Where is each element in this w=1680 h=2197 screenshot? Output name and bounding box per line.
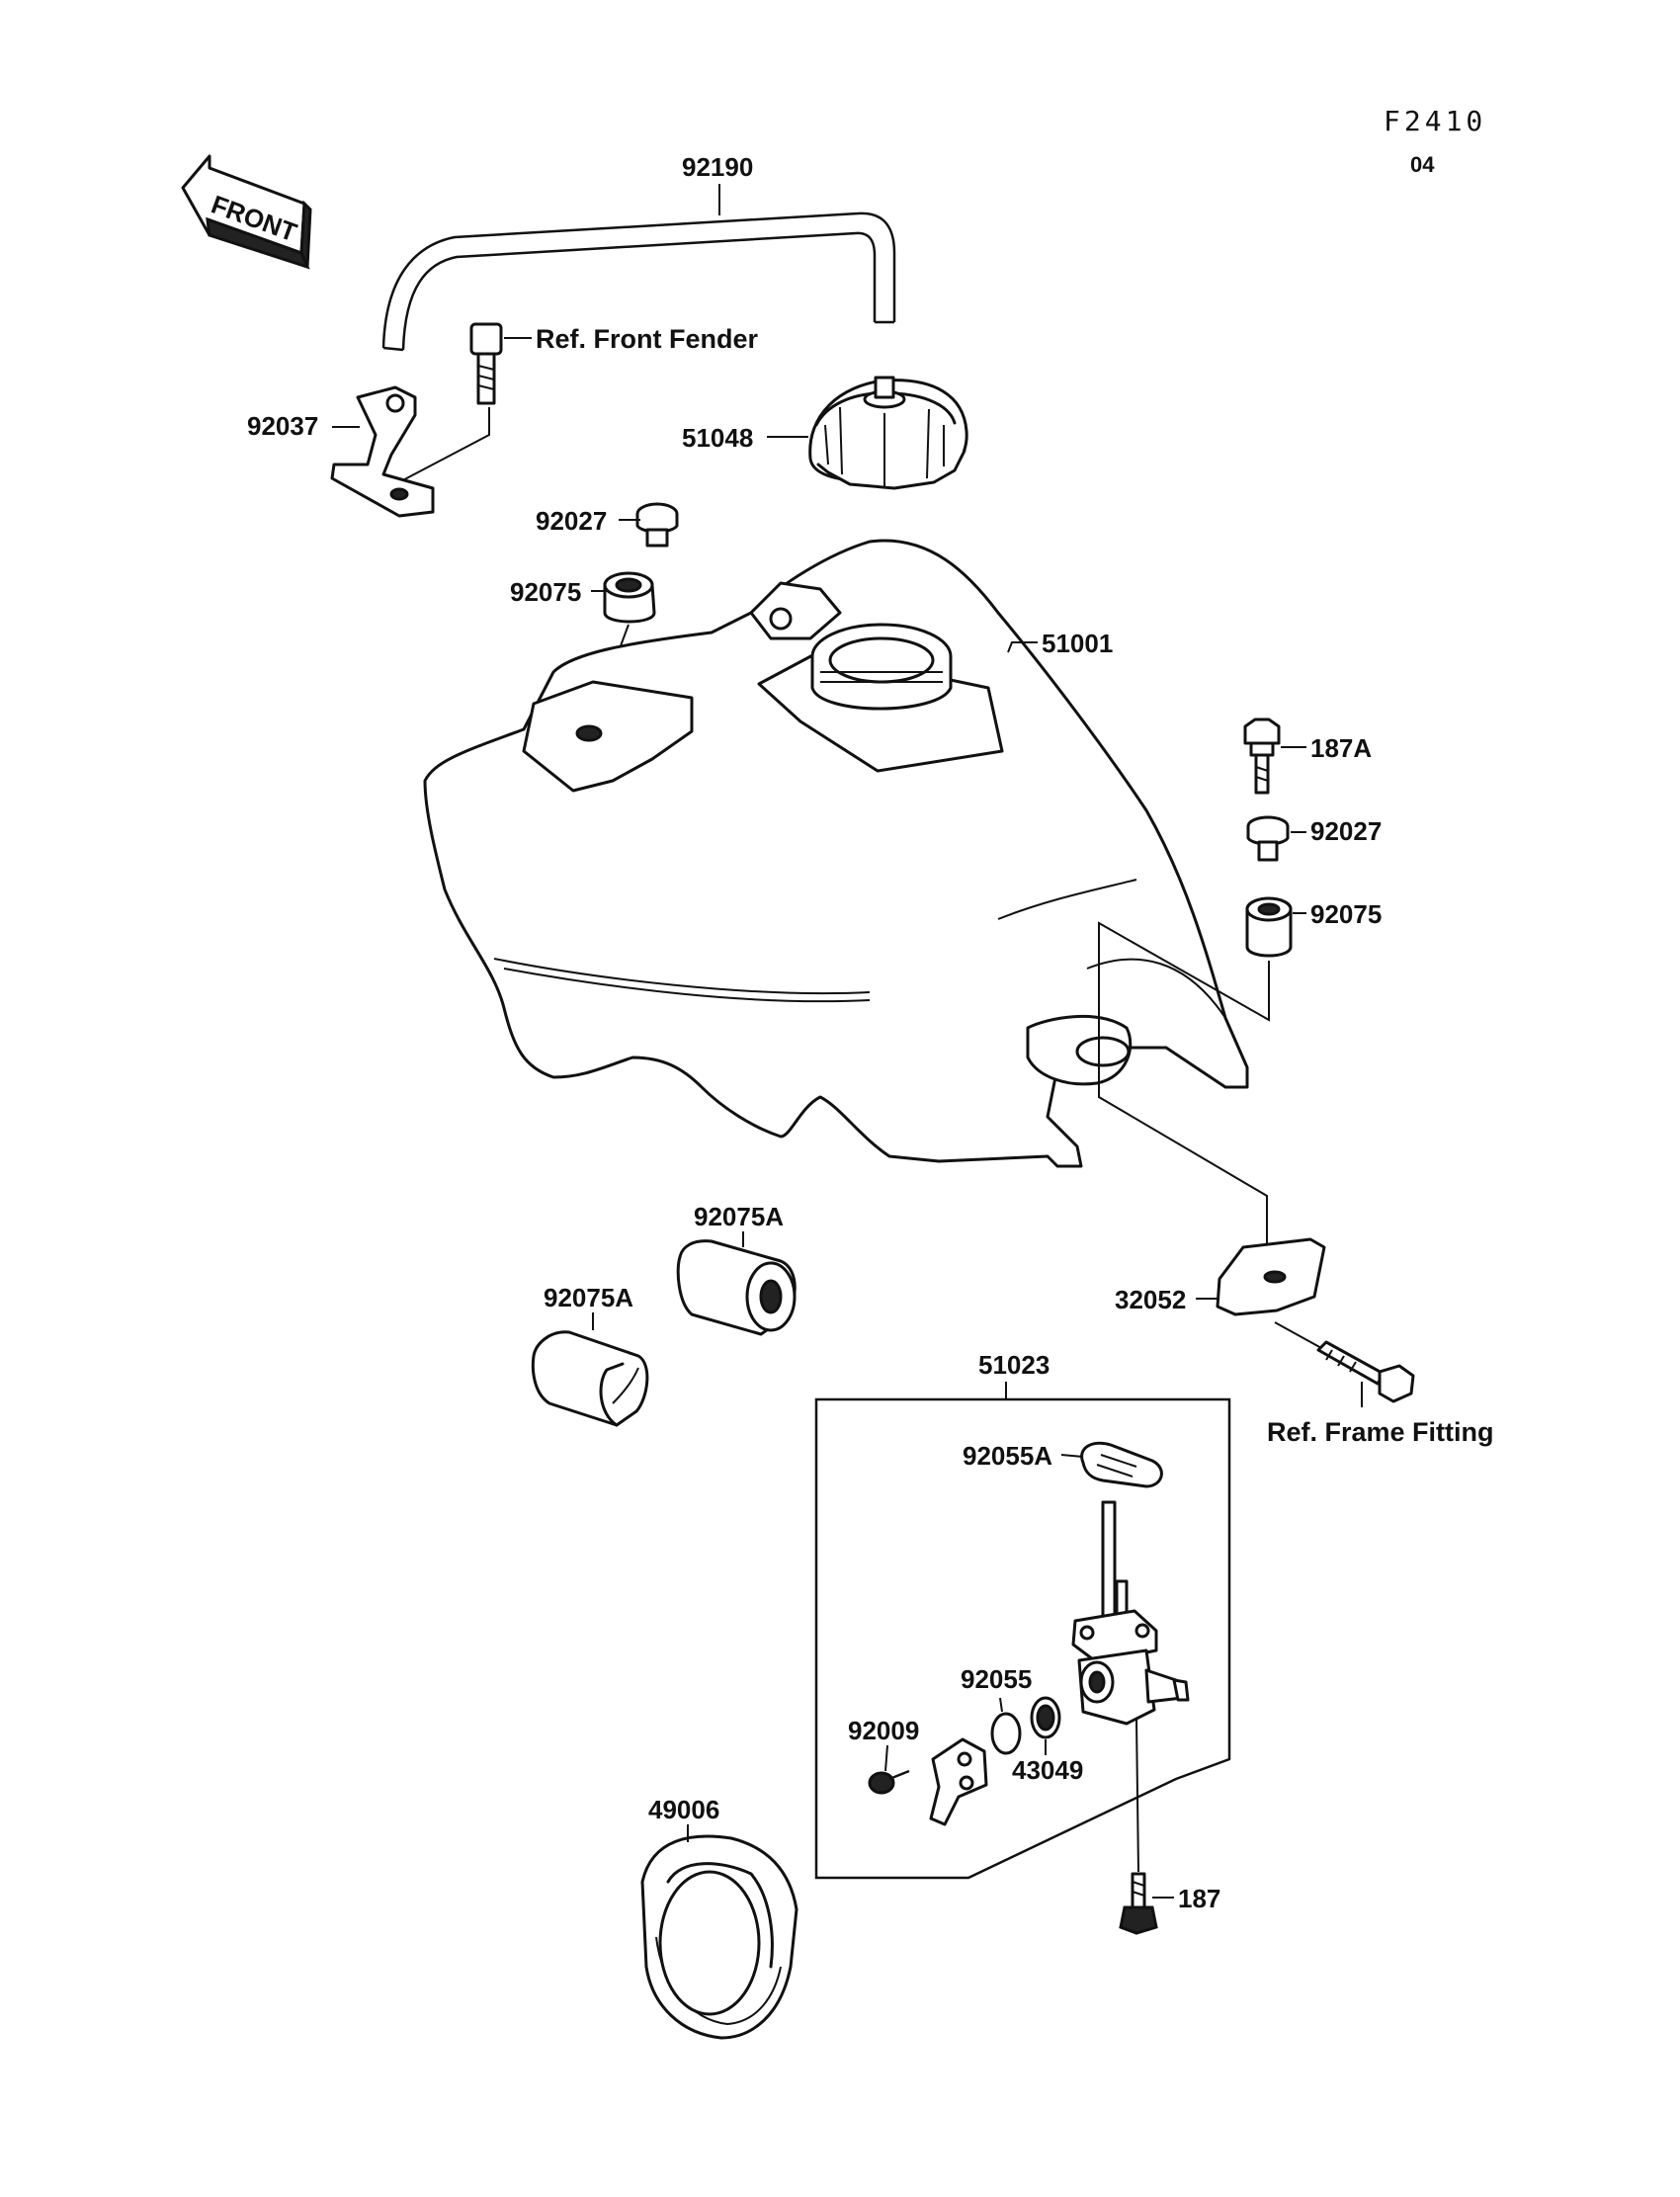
bracket-32052 [1216,1237,1326,1316]
filter-43049 [1030,1696,1061,1739]
fender-bolt [469,322,503,405]
label-92009: 92009 [848,1716,919,1745]
oring-92055 [990,1712,1022,1755]
label-51023: 51023 [978,1350,1050,1380]
breather-hose [381,211,896,352]
label-43049: 43049 [1012,1755,1083,1785]
bolt-187 [1119,1872,1158,1935]
label-92055a: 92055A [963,1441,1052,1471]
damper-92075a-lower [531,1330,649,1427]
label-92190: 92190 [682,152,753,182]
label-187: 187 [1178,1884,1220,1913]
fuel-cock-valve [1071,1500,1190,1726]
ref-frame-fitting: Ref. Frame Fitting [1267,1417,1494,1447]
label-92075a-upper: 92075A [694,1202,784,1231]
front-direction-arrow: FRONT [181,154,312,270]
label-32052: 32052 [1115,1285,1186,1314]
label-92027-top: 92027 [536,506,607,536]
label-51001: 51001 [1042,629,1113,658]
cover-49006 [640,1834,798,2040]
gasket-92055a [1080,1441,1163,1488]
label-92075-right: 92075 [1310,899,1382,929]
label-92075a-lower: 92075A [544,1283,633,1312]
cock-lever [929,1737,988,1826]
assembly-51023-box [814,1397,1231,1880]
damper-92075a-upper [676,1239,797,1336]
ref-front-fender: Ref. Front Fender [536,324,758,354]
label-92075-top: 92075 [510,577,581,607]
label-92027-right: 92027 [1310,816,1382,846]
damper-92075-top [603,571,656,624]
label-92055: 92055 [961,1664,1032,1694]
figure-revision: 04 [1410,152,1435,177]
bracket-92037 [330,385,435,518]
label-187a: 187A [1310,733,1372,763]
fuel-cap [808,376,968,490]
frame-fitting-bolt [1316,1340,1415,1403]
figure-code: F2410 [1384,105,1486,137]
label-92037: 92037 [247,411,318,441]
collar-92027-top [635,502,679,548]
collar-92027-right [1246,815,1290,862]
fuel-tank [423,539,1249,1168]
screw-92009 [868,1769,910,1795]
label-51048: 51048 [682,423,753,453]
damper-92075-right [1245,896,1293,958]
label-49006: 49006 [648,1795,719,1824]
bolt-187a [1243,718,1281,795]
